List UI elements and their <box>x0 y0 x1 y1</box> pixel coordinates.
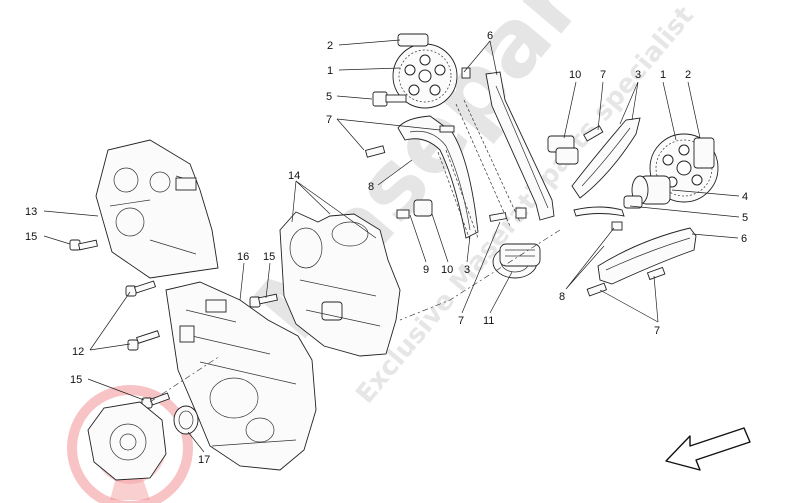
cam-hub-right <box>623 175 671 209</box>
callout-11: 11 <box>483 315 494 327</box>
callout-6: 6 <box>487 30 493 42</box>
callout-14: 14 <box>288 170 300 182</box>
sprocket-upper-left <box>392 33 458 109</box>
cam-variator <box>492 243 541 279</box>
callout-7: 7 <box>458 315 464 327</box>
callout-labels: 2 1 5 7 8 6 10 7 3 1 2 4 5 6 13 15 14 16… <box>25 30 748 466</box>
bolt-cover-left <box>69 239 98 251</box>
parts-drawing <box>69 33 719 481</box>
callout-2: 2 <box>327 40 333 52</box>
small-bolts-left <box>364 125 527 222</box>
callout-3: 3 <box>464 264 470 276</box>
callout-10: 10 <box>441 264 453 276</box>
leader-lines <box>43 39 740 453</box>
chain-guide-vertical <box>461 67 555 221</box>
callout-15: 15 <box>70 374 82 386</box>
callout-4: 4 <box>742 191 748 203</box>
oil-seal-ring <box>173 405 199 435</box>
callout-2: 2 <box>685 69 691 81</box>
callout-8: 8 <box>368 181 374 193</box>
callout-10: 10 <box>569 69 581 81</box>
crank-pulley <box>87 401 167 481</box>
callout-3: 3 <box>635 69 641 81</box>
callout-1: 1 <box>327 65 333 77</box>
chain-guide-lower-right <box>586 221 697 297</box>
callout-15: 15 <box>263 251 275 263</box>
cover-gasket-plate <box>279 211 401 357</box>
callout-5: 5 <box>326 91 332 103</box>
cover-left-housing <box>95 139 219 279</box>
callout-15: 15 <box>25 231 37 243</box>
front-timing-cover <box>165 281 317 471</box>
bolt-cover-mid <box>249 293 278 308</box>
bolt-upper-left <box>372 91 407 107</box>
callout-7: 7 <box>654 325 660 337</box>
front-direction-arrow-icon <box>665 427 751 471</box>
timing-chain-left <box>437 99 521 241</box>
callout-13: 13 <box>25 206 37 218</box>
callout-1: 1 <box>660 69 666 81</box>
chain-tensioner-right <box>547 117 641 199</box>
callout-17: 17 <box>198 454 210 466</box>
bolts-front-cover <box>125 280 160 351</box>
curved-guide-pad <box>573 206 625 217</box>
callout-6: 6 <box>741 233 747 245</box>
callout-12: 12 <box>72 346 84 358</box>
chain-guide-left <box>397 115 479 239</box>
callout-9: 9 <box>423 264 429 276</box>
callout-5: 5 <box>742 212 748 224</box>
callout-8: 8 <box>559 291 565 303</box>
callout-16: 16 <box>237 251 249 263</box>
callout-7: 7 <box>600 69 606 81</box>
callout-7: 7 <box>326 114 332 126</box>
